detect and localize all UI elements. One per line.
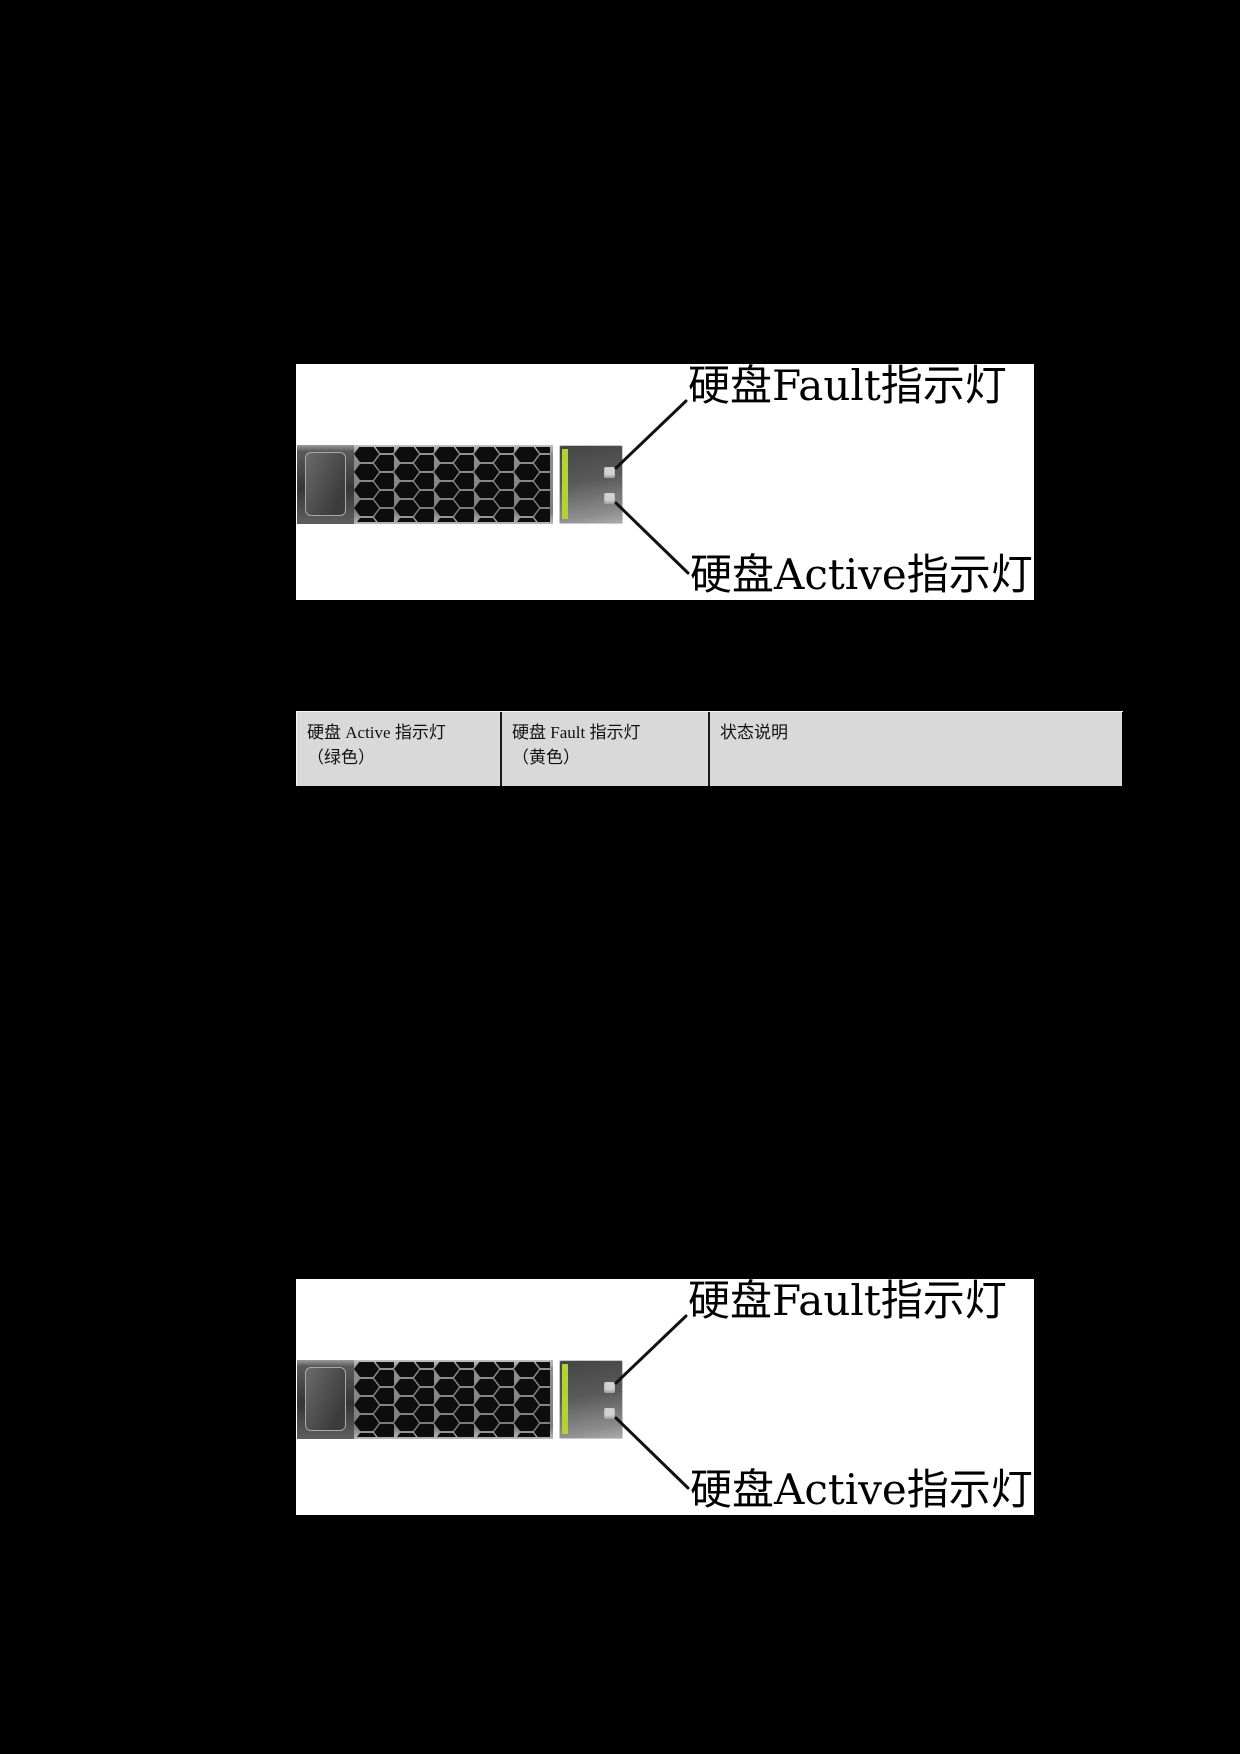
fault-led-icon — [604, 1382, 615, 1393]
table-header-status-description: 状态说明 — [710, 712, 1122, 786]
table-header-fault-led: 硬盘 Fault 指示灯 （黄色） — [502, 712, 710, 786]
fault-led-label: 硬盘Fault指示灯 — [688, 361, 1007, 410]
active-led-label: 硬盘Active指示灯 — [690, 1465, 1033, 1514]
fault-led-icon — [604, 467, 615, 478]
table-header-active-led: 硬盘 Active 指示灯 （绿色） — [297, 712, 502, 786]
hdd-latch-stripe — [562, 1364, 568, 1434]
fault-callout-line — [614, 399, 688, 470]
hdd-latch — [559, 1360, 623, 1439]
table-header-fault-led-line1: 硬盘 Fault 指示灯 — [512, 723, 641, 742]
active-led-label: 硬盘Active指示灯 — [690, 550, 1033, 599]
fault-callout-line — [614, 1314, 688, 1385]
active-led-icon — [604, 493, 615, 504]
table-header-fault-led-line2: （黄色） — [512, 748, 580, 767]
hdd-indicator-figure-2: 硬盘Fault指示灯 硬盘Active指示灯 — [296, 1279, 1034, 1515]
hdd-grille-honeycomb-icon — [354, 1360, 553, 1439]
table-header-status-description-line1: 状态说明 — [720, 723, 788, 742]
table-header-active-led-line2: （绿色） — [307, 748, 375, 767]
hdd-tray-graphic — [297, 445, 624, 524]
hdd-tray-left-panel — [297, 445, 354, 524]
active-led-icon — [604, 1408, 615, 1419]
hdd-tray-body — [297, 1360, 553, 1439]
hdd-tray-body — [297, 445, 553, 524]
hdd-tray-graphic — [297, 1360, 624, 1439]
active-callout-line — [614, 501, 690, 575]
hdd-tray-left-panel — [297, 1360, 354, 1439]
table-header-active-led-line1: 硬盘 Active 指示灯 — [307, 723, 446, 742]
active-callout-line — [614, 1416, 690, 1490]
hdd-tray-label-area — [305, 1367, 346, 1431]
hdd-latch-stripe — [562, 449, 568, 519]
hdd-tray-label-area — [305, 452, 346, 516]
hdd-latch — [559, 445, 623, 524]
hdd-indicator-figure-1: 硬盘Fault指示灯 硬盘Active指示灯 — [296, 364, 1034, 600]
callout-lines — [614, 1314, 690, 1490]
hdd-grille-honeycomb-icon — [354, 445, 553, 524]
led-status-table-header: 硬盘 Active 指示灯 （绿色） 硬盘 Fault 指示灯 （黄色） 状态说… — [296, 711, 1123, 786]
fault-led-label: 硬盘Fault指示灯 — [688, 1276, 1007, 1325]
callout-lines — [614, 399, 690, 575]
